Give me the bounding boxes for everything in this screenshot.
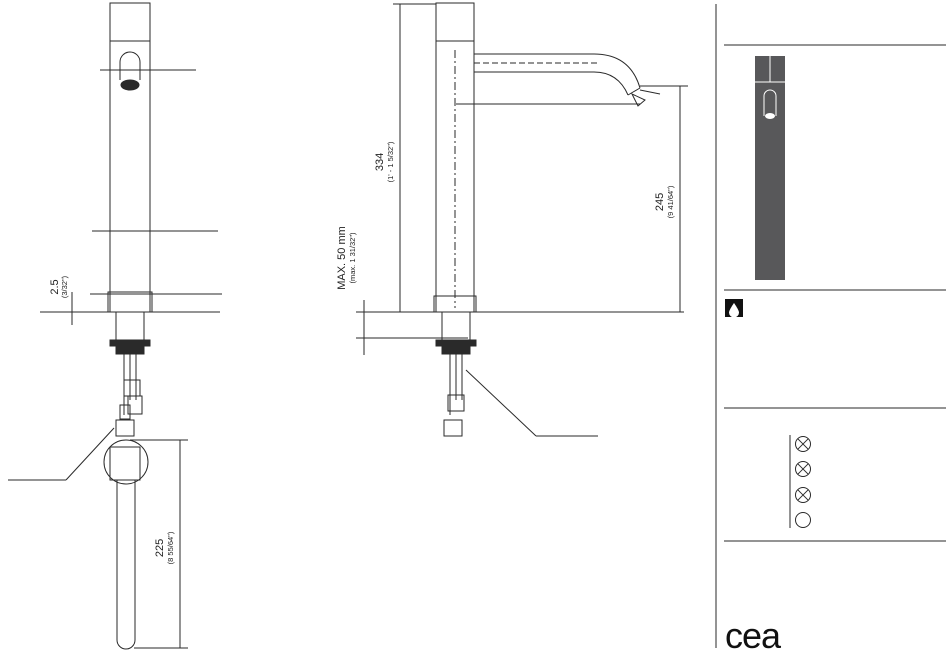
brand-logo: cea [725,615,782,655]
dim-spout-in: (9 41/64") [666,185,675,218]
dim-max-in: (max. 1 31/32") [348,232,357,284]
crossed-circle-icon [796,462,811,477]
dim-height-in: (1' - 1 5/32") [386,141,395,182]
circle-icon [796,513,811,528]
crossed-circle-icon [796,488,811,503]
sidebar: cea [716,4,946,655]
water-drop-icon [725,299,743,318]
dim-height-mm: 334 [374,153,386,171]
side-view [356,3,688,436]
crossed-circle-icon [796,437,811,452]
product-thumbnail [755,56,785,280]
symbol-list [790,435,811,528]
dim-base-in: (8 55/64") [166,531,175,564]
dim-base-mm: 225 [154,539,166,557]
top-view [104,440,188,649]
dim-max-mm: MAX. 50 mm [336,226,348,290]
front-view [8,3,222,480]
dim-depth-in: (3/32") [60,275,69,298]
dim-spout-mm: 245 [654,193,666,211]
